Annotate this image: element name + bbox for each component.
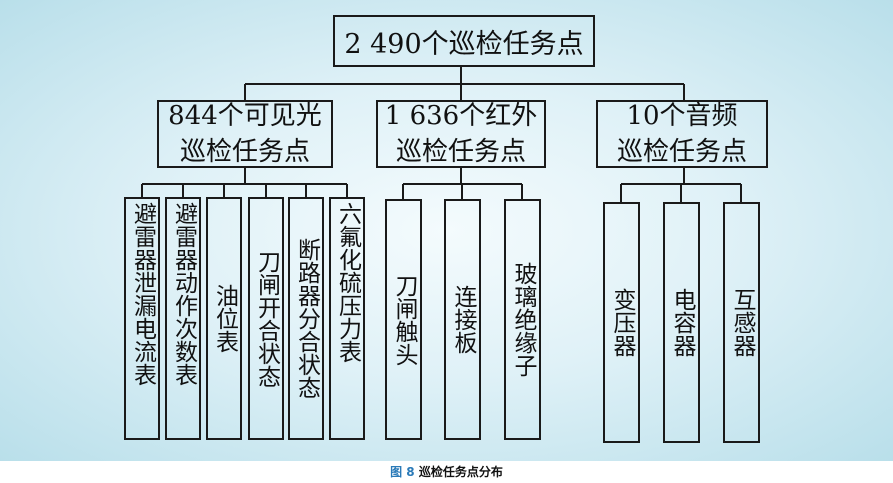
- leaf-disconnector-contact: 刀闸触头: [385, 199, 422, 440]
- leaf-label: 刀闸触头: [391, 273, 417, 366]
- leaf-label: 电容器: [669, 288, 695, 357]
- category-label-line1: 10个音频: [626, 101, 738, 131]
- category-label-line2: 巡检任务点: [179, 137, 310, 167]
- leaf-connection-plate: 连接板: [444, 199, 481, 440]
- leaf-arrester-leakage-meter: 避雷器泄漏电流表: [124, 197, 160, 440]
- leaf-oil-level-gauge: 油位表: [206, 197, 242, 440]
- leaf-sf6-pressure-gauge: 六氟化硫压力表: [329, 197, 365, 440]
- leaf-transformer: 变压器: [603, 202, 640, 443]
- category-infrared: 1 636个红外 巡检任务点: [376, 100, 546, 168]
- diagram-background: 2 490个巡检任务点 844个可见光 巡检任务点 1 636个红外 巡检任务点…: [0, 0, 893, 461]
- leaf-label: 连接板: [450, 285, 476, 354]
- leaf-label: 避雷器泄漏电流表: [129, 202, 156, 386]
- figure-caption: 图 8 巡检任务点分布: [0, 463, 893, 481]
- leaf-glass-insulator: 玻璃绝缘子: [504, 199, 541, 440]
- category-audio: 10个音频 巡检任务点: [596, 100, 768, 168]
- leaf-breaker-state: 断路器分合状态: [288, 197, 324, 440]
- leaf-arrester-counter: 避雷器动作次数表: [165, 197, 201, 440]
- category-label-line2: 巡检任务点: [395, 137, 526, 167]
- leaf-label: 互感器: [729, 288, 755, 357]
- figure-caption-text: 巡检任务点分布: [418, 465, 503, 479]
- leaf-label: 避雷器动作次数表: [170, 202, 197, 386]
- root-label: 2 490个巡检任务点: [344, 28, 584, 60]
- category-visible-light: 844个可见光 巡检任务点: [157, 100, 333, 168]
- root-node: 2 490个巡检任务点: [333, 15, 595, 67]
- category-label-line1: 844个可见光: [168, 101, 322, 131]
- figure-number: 图 8: [390, 465, 415, 479]
- category-label-line2: 巡检任务点: [616, 137, 747, 167]
- leaf-label: 玻璃绝缘子: [510, 262, 536, 377]
- leaf-capacitor: 电容器: [663, 202, 700, 443]
- leaf-label: 刀闸开合状态: [253, 249, 280, 388]
- leaf-label: 六氟化硫压力表: [334, 202, 361, 363]
- category-label-line1: 1 636个红外: [384, 101, 538, 131]
- connector-lines: [141, 66, 742, 203]
- leaf-label: 断路器分合状态: [293, 238, 320, 399]
- leaf-label: 变压器: [609, 288, 635, 357]
- leaf-instrument-transformer: 互感器: [723, 202, 760, 443]
- leaf-label: 油位表: [211, 284, 238, 353]
- leaf-disconnector-state: 刀闸开合状态: [248, 197, 284, 440]
